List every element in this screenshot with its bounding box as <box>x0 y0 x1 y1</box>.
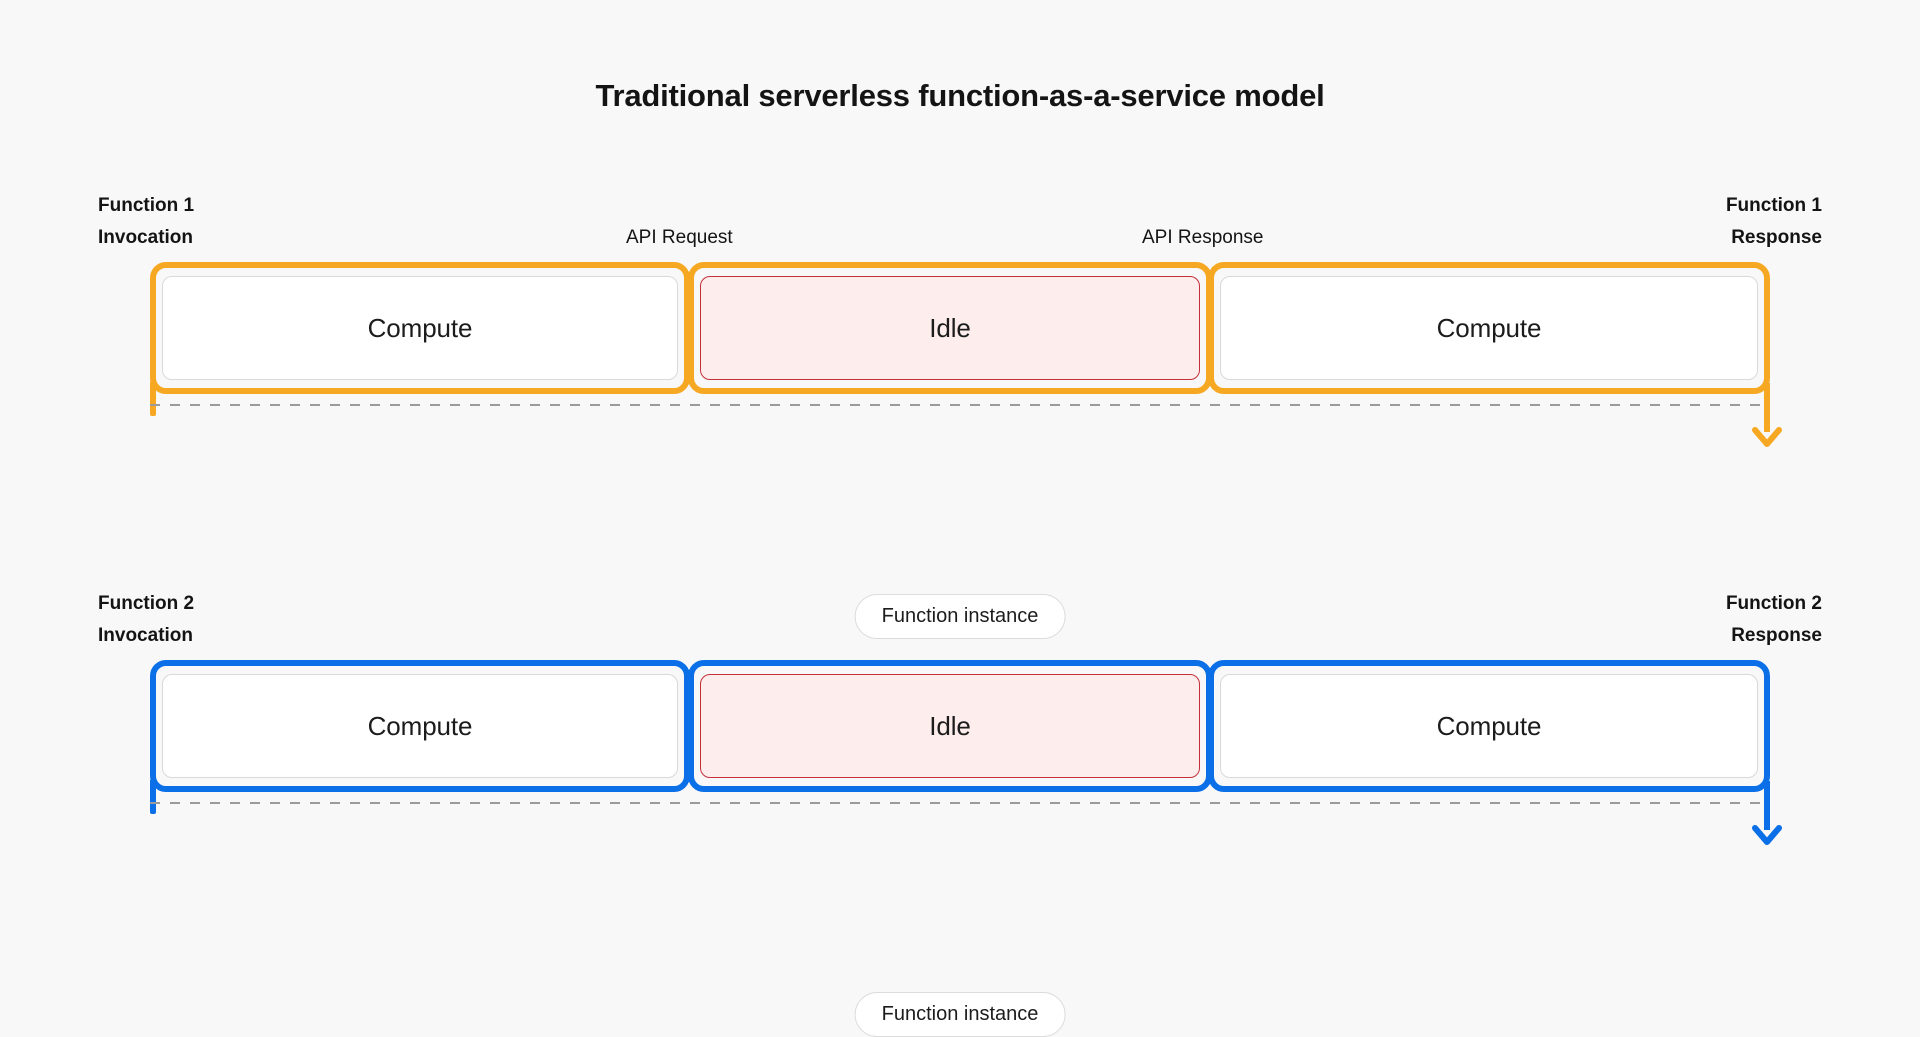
page-title: Traditional serverless function-as-a-ser… <box>595 78 1325 113</box>
segment-compute-3: Compute <box>162 674 678 778</box>
api-response-label: API Response <box>1142 227 1264 248</box>
function-2-response-arrow-icon <box>1752 778 1804 848</box>
function-1-instance-dashline: Function instance <box>150 404 1770 639</box>
segment-compute-2: Compute <box>1220 276 1758 380</box>
api-request-label: API Request <box>626 227 733 248</box>
segment-idle-1: Idle <box>700 276 1200 380</box>
bracket-compute-1 <box>150 262 690 394</box>
function-2-band: Compute Idle Compute <box>150 660 1782 845</box>
function-2-response-label: Function 2 Response <box>1725 593 1822 646</box>
bracket-compute-3 <box>150 660 690 792</box>
function-2-invocation-label: Function 2 Invocation <box>98 593 195 646</box>
function-2-instance-pill: Function instance <box>854 992 1066 1037</box>
bracket-compute-2 <box>1208 262 1770 394</box>
bracket-compute-4 <box>1208 660 1770 792</box>
function-1-response-arrow-icon <box>1752 380 1804 450</box>
function-1-invocation-label: Function 1 Invocation <box>98 195 195 248</box>
function-1-band: Compute Idle Compute <box>150 262 1782 447</box>
segment-compute-1: Compute <box>162 276 678 380</box>
function-1-response-label: Function 1 Response <box>1725 195 1822 248</box>
segment-idle-2: Idle <box>700 674 1200 778</box>
function-1-invocation-stem <box>150 382 156 416</box>
function-1-instance-pill: Function instance <box>854 594 1066 639</box>
function-2-invocation-stem <box>150 780 156 814</box>
segment-compute-4: Compute <box>1220 674 1758 778</box>
function-2-instance-dashline: Function instance <box>150 802 1770 1037</box>
